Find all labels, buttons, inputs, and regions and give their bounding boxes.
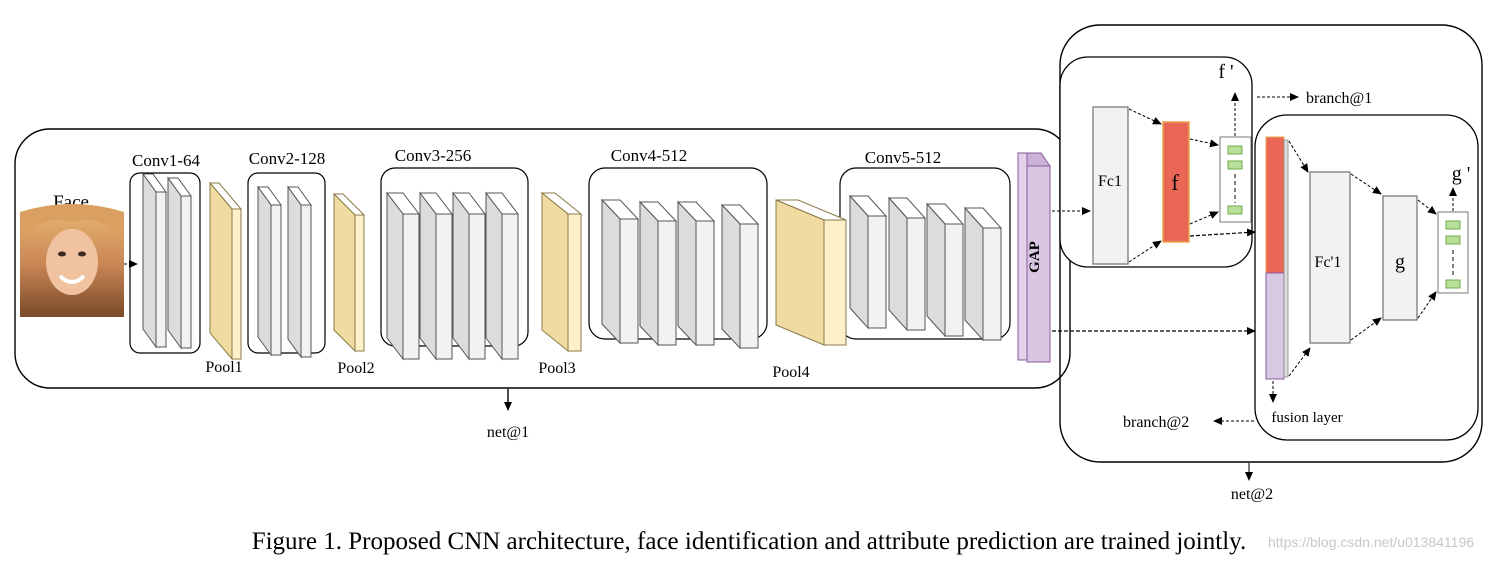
conv2-label: Conv2-128: [249, 149, 326, 168]
fc1prime-to-g-top-arrow: [1350, 173, 1382, 195]
conv1-label: Conv1-64: [132, 151, 201, 170]
conv3-label: Conv3-256: [395, 146, 472, 165]
net1-label: net@1: [487, 424, 529, 441]
fusion-to-fc1prime-bottom-arrow: [1288, 347, 1311, 377]
conv3-2-layer: [418, 191, 454, 361]
gprime-node-n: [1445, 279, 1461, 289]
conv4-label: Conv4-512: [611, 146, 688, 165]
conv4-2-layer: [638, 200, 678, 347]
fc1-to-f-top-arrow: [1128, 108, 1162, 125]
conv5-1-layer: [848, 194, 888, 330]
conv5-2-layer: [887, 196, 927, 332]
conv5-3-layer: [925, 202, 965, 338]
fc1-label: Fc1: [1098, 173, 1122, 190]
g-to-gprime-top-arrow: [1417, 199, 1437, 215]
pool4-label: Pool4: [772, 364, 809, 381]
gap-label: GAP: [1027, 241, 1043, 273]
conv-layers: [142, 172, 1003, 361]
branch1-label: branch@1: [1306, 90, 1372, 107]
conv4-3-layer: [676, 200, 716, 347]
figure-caption: Figure 1. Proposed CNN architecture, fac…: [251, 528, 1247, 555]
fprime-node-1: [1227, 145, 1243, 155]
pool1-layer: [208, 181, 243, 361]
conv3-3-layer: [451, 191, 487, 361]
conv2-1-layer: [257, 185, 282, 357]
conv1-2-layer: [167, 176, 192, 350]
gprime-node-1: [1445, 220, 1461, 230]
fc1prime-to-g-bottom-arrow: [1350, 317, 1382, 341]
conv5-label: Conv5-512: [865, 148, 942, 167]
conv3-box: [380, 167, 529, 347]
branch2-label: branch@2: [1123, 414, 1189, 431]
pool2-layer: [332, 192, 366, 353]
g-to-gprime-bottom-arrow: [1417, 291, 1437, 319]
fprime-node-n: [1227, 205, 1243, 215]
g-label: g: [1395, 251, 1405, 273]
conv4-box: [588, 167, 768, 340]
pool4-layer: [775, 199, 847, 346]
fusion-label: fusion layer: [1271, 410, 1342, 426]
conv1-box: [129, 172, 201, 354]
gprime-label: g ': [1452, 163, 1471, 185]
fc1-to-f-bottom-arrow: [1128, 240, 1162, 263]
fusion-to-fc1prime-top-arrow: [1288, 140, 1309, 173]
fprime-node-2: [1227, 160, 1243, 170]
net2-label: net@2: [1231, 486, 1273, 503]
pool2-label: Pool2: [337, 360, 374, 377]
conv3-4-layer: [484, 191, 520, 361]
f-label: f: [1171, 170, 1179, 195]
face-image: [20, 204, 124, 317]
conv4-4-layer: [720, 203, 760, 350]
conv2-2-layer: [287, 185, 312, 359]
fc1prime-label: Fc'1: [1315, 254, 1342, 271]
pool1-label: Pool1: [205, 359, 242, 376]
conv2-box: [247, 172, 326, 354]
fc1prime-layer: [1309, 171, 1351, 344]
conv4-1-layer: [600, 198, 640, 345]
fprime-label: f ': [1218, 61, 1233, 83]
f-to-fprime-bottom-arrow: [1189, 211, 1219, 225]
fusion-layer-block: [1265, 136, 1289, 380]
f-feature-layer: [1162, 121, 1190, 243]
conv3-1-layer: [385, 191, 421, 361]
f-to-fusion-arrow: [1189, 228, 1256, 237]
fc1-layer: [1092, 106, 1129, 265]
conv5-4-layer: [963, 206, 1003, 342]
g-layer: [1382, 195, 1418, 321]
conv1-1-layer: [142, 172, 167, 349]
pool3-label: Pool3: [538, 360, 575, 377]
watermark: https://blog.csdn.net/u013841196: [1268, 534, 1475, 550]
gprime-node-2: [1445, 235, 1461, 245]
gap-layer: [1017, 152, 1051, 363]
pool3-layer: [540, 191, 583, 353]
